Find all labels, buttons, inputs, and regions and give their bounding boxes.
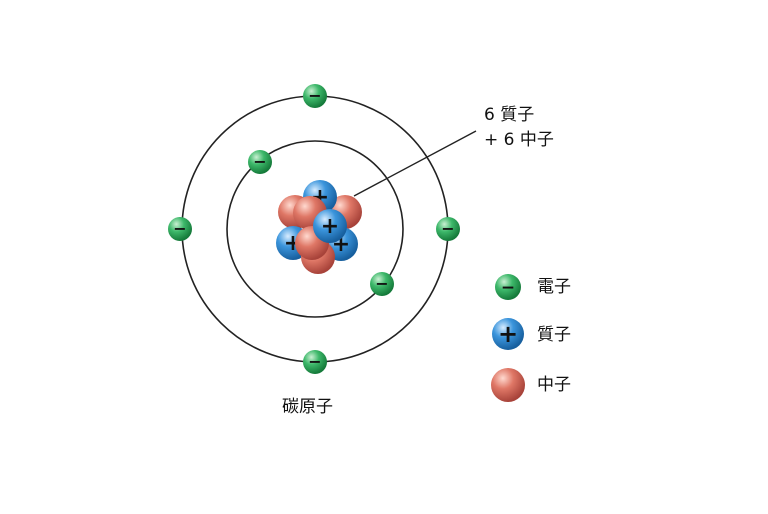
electron: − (168, 217, 192, 241)
legend-proton-symbol: + (492, 318, 524, 350)
proton: + (313, 209, 347, 243)
legend-proton-label: 質子 (537, 325, 571, 345)
electron: − (303, 84, 327, 108)
legend-neutron-symbol (491, 368, 525, 402)
electron: − (303, 350, 327, 374)
svg-text:−: − (173, 219, 186, 238)
svg-text:−: − (253, 152, 266, 171)
svg-text:+: + (498, 320, 518, 348)
diagram-caption: 碳原子 (282, 397, 333, 417)
nucleus: + + + + (276, 180, 362, 274)
nucleus-leader-line (353, 130, 477, 197)
svg-text:+: + (321, 214, 339, 239)
electron: − (370, 272, 394, 296)
legend-electron-label: 電子 (537, 277, 571, 297)
svg-text:−: − (308, 352, 321, 371)
legend-neutron-label: 中子 (537, 375, 571, 395)
inner-orbit (226, 140, 404, 318)
nucleus-label-neutrons: + 6 中子 (484, 130, 554, 150)
electron: − (248, 150, 272, 174)
nucleus-label-protons: 6 質子 (484, 105, 535, 125)
svg-text:−: − (308, 86, 321, 105)
svg-text:−: − (375, 274, 388, 293)
svg-text:−: − (441, 219, 454, 238)
legend-electron-symbol: − (495, 274, 521, 300)
svg-text:−: − (501, 278, 515, 298)
electron: − (436, 217, 460, 241)
